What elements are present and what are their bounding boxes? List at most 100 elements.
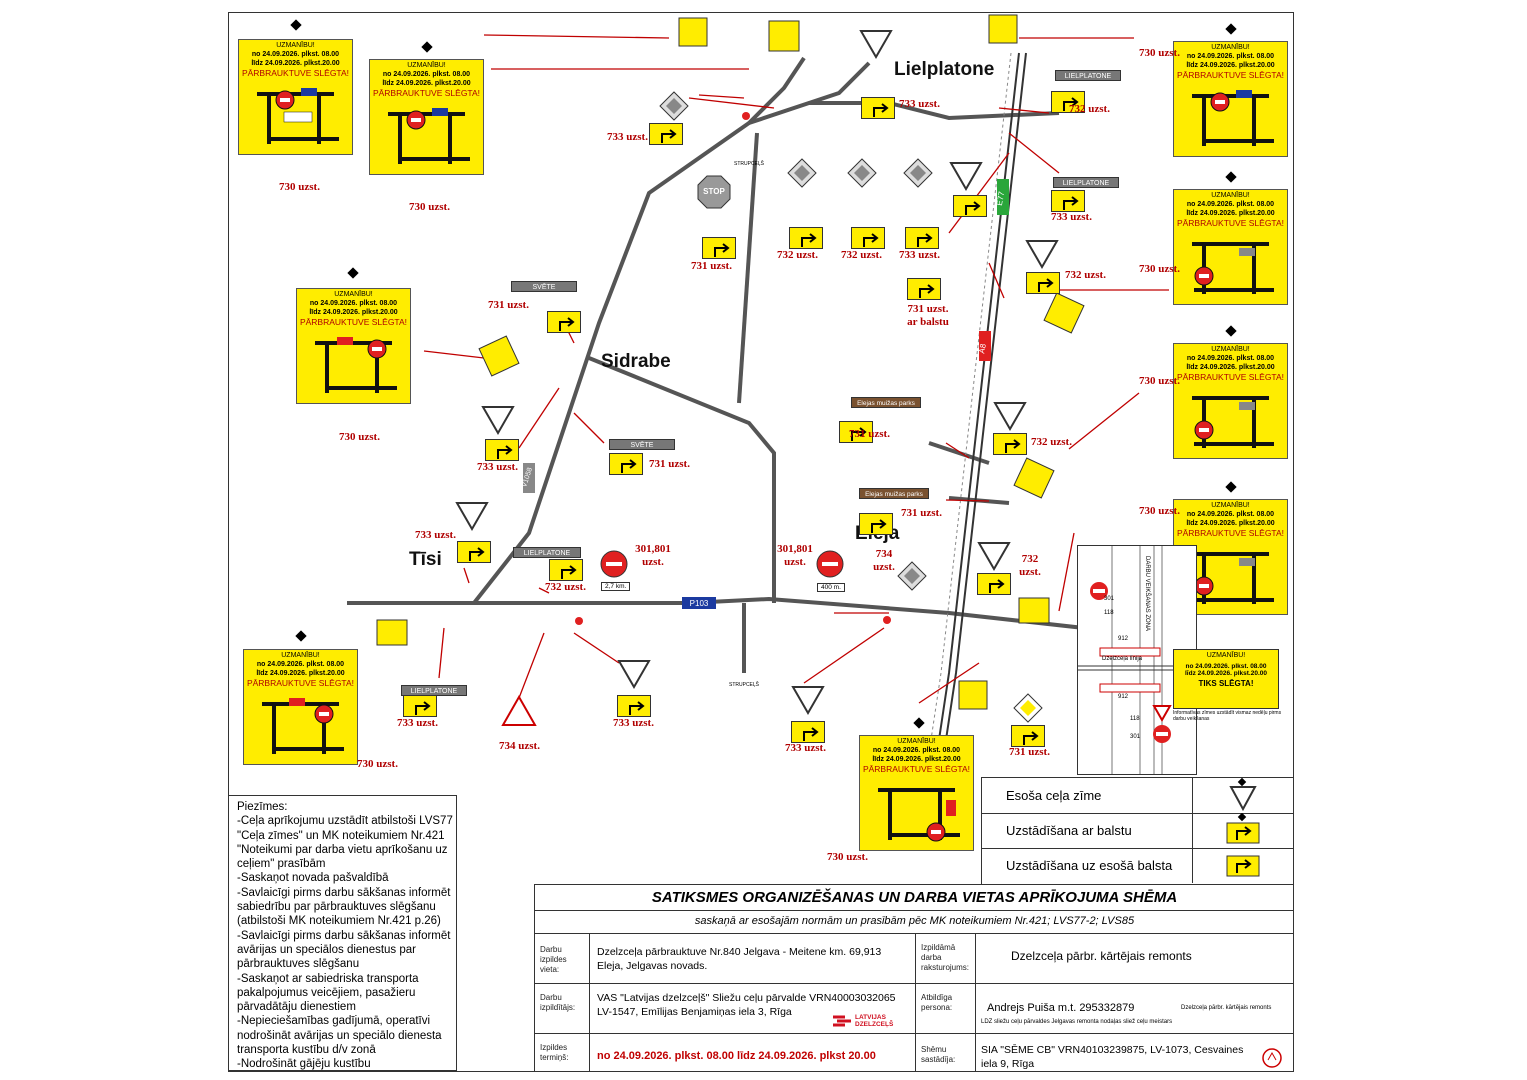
label-731: 731 uzst. xyxy=(488,299,529,311)
author-label: Shēmu sastādīja: xyxy=(921,1045,956,1064)
label-732: 732 uzst. xyxy=(777,249,818,261)
arrow-glyph-icon xyxy=(629,701,645,715)
legend-label: Uzstādīšana uz esošā balsta xyxy=(1006,858,1173,873)
arrow-sign-732 xyxy=(1051,91,1085,113)
priority-road-icon xyxy=(1013,693,1043,723)
info-board: UZMANĪBU! no 24.09.2026. plkst. 08.00 lī… xyxy=(1173,499,1288,615)
road-sidrabe-south xyxy=(588,356,776,603)
arrow-glyph-icon xyxy=(873,103,889,117)
arrow-glyph-icon xyxy=(801,233,817,247)
notes-item: -Saskaņot novada pašvaldībā xyxy=(237,872,389,885)
arrow-sign-733 xyxy=(485,439,519,461)
road-north xyxy=(747,56,806,125)
arrow-glyph-icon xyxy=(469,547,485,561)
scheme-subtitle: saskaņā ar esošajām normām un prasībām p… xyxy=(694,915,1135,927)
arrow-glyph-icon xyxy=(989,579,1005,593)
legend-label: Esoša ceļa zīme xyxy=(1006,788,1102,803)
label-731-balsts: 731 uzst. ar balstu xyxy=(907,303,949,328)
yield-triangle-icon xyxy=(993,402,1027,431)
scheme-sheet: E77 A8 P103 V1058 xyxy=(228,12,1294,1072)
board-line4: PĀRBRAUKTUVE SLĒGTA! xyxy=(241,68,350,78)
term-value: no 24.09.2026. plkst. 08.00 līdz 24.09.2… xyxy=(597,1050,876,1062)
yield-triangle-icon xyxy=(949,162,983,191)
arrow-glyph-icon xyxy=(871,519,887,533)
road-inner-north xyxy=(737,132,759,404)
label-733: 733 uzst. xyxy=(477,461,518,473)
v1058-shield: V1058 xyxy=(521,463,535,493)
label-730: 730 uzst. xyxy=(409,201,450,213)
responsible-value: Andrejs Puiša m.t. 295332879 xyxy=(987,1002,1135,1014)
arrow-glyph-icon xyxy=(1063,97,1079,111)
closure-diagram xyxy=(315,337,397,393)
placed-signs xyxy=(376,14,1085,710)
scheme-title: SATIKSMES ORGANIZĒŠANAS UN DARBA VIETAS … xyxy=(651,889,1178,906)
no-entry-icon xyxy=(600,550,628,578)
label-733: 733 uzst. xyxy=(613,717,654,729)
notes-item: -Nepieciešamības gadījumā, operatīvi nod… xyxy=(237,1015,442,1057)
notes-item: -Ceļa aprīkojumu uzstādīt atbilstoši LVS… xyxy=(237,815,453,871)
title-block: SATIKSMES ORGANIZĒŠANAS UN DARBA VIETAS … xyxy=(534,884,1293,1071)
board-line2: no 24.09.2026. plkst. 08.00 xyxy=(251,51,340,58)
priority-road-icon xyxy=(659,91,689,121)
legend-row: Uzstādīšana uz esošā balsta xyxy=(982,848,1293,883)
yield-triangle-icon xyxy=(481,406,515,435)
yield-triangle-icon xyxy=(1229,777,1257,812)
label-732: 732 uzst. xyxy=(1031,436,1072,448)
arrow-glyph-icon xyxy=(497,445,513,459)
label-730: 730 uzst. xyxy=(1139,47,1180,59)
notes-item: -Savlaicīgi pirms darbu sākšanas informē… xyxy=(237,929,451,971)
label-301-801: 301,801 uzst. xyxy=(635,543,671,568)
direction-sign-svete: SVĒTE xyxy=(511,281,577,292)
arrow-sign-732 xyxy=(549,559,583,581)
arrow-sign-732 xyxy=(851,227,885,249)
notes-heading: Piezīmes: xyxy=(237,801,288,813)
arrow-glyph-icon xyxy=(714,243,730,257)
closure-diagram xyxy=(1192,90,1274,146)
label-732: 732 uzst. xyxy=(1069,103,1110,115)
label-731: 731 uzst. xyxy=(1009,746,1050,758)
yield-triangle-icon xyxy=(859,30,893,59)
road-map: E77 A8 P103 V1058 xyxy=(347,14,1169,774)
label-730: 730 uzst. xyxy=(357,758,398,770)
priority-road-icon xyxy=(903,158,933,188)
arrow-glyph-icon xyxy=(561,565,577,579)
inset-board: UZMANĪBU! no 24.09.2026. plkst. 08.00 lī… xyxy=(1173,649,1279,709)
inset-zone-label: DARBU VEIKŠANAS ZONA xyxy=(1144,556,1150,632)
warning-triangle-icon xyxy=(501,695,537,726)
road-park xyxy=(928,441,990,465)
svg-text:E77: E77 xyxy=(995,190,1006,206)
inset-detail: DARBU VEIKŠANAS ZONA Dzelzceļa līnija 30… xyxy=(1077,545,1197,775)
label-301-801: 301,801 uzst. xyxy=(777,543,813,568)
label-733: 733 uzst. xyxy=(899,98,940,110)
notes-item: -Savlaicīgi pirms darbu sākšanas informē… xyxy=(237,886,451,928)
author-value: SIA "SĒME CB" VRN40103239875, LV-1073, C… xyxy=(981,1044,1244,1070)
yield-triangle-icon xyxy=(455,502,489,531)
info-board: UZMANĪBU! no 24.09.2026. plkst. 08.00 lī… xyxy=(1173,343,1288,459)
svg-text:P103: P103 xyxy=(690,599,709,608)
arrow-sign-731 xyxy=(547,311,581,333)
responsible-label: Atbildīga persona: xyxy=(921,993,953,1012)
road-north-2 xyxy=(808,61,871,105)
inset-drawing xyxy=(1078,546,1196,774)
closure-diagram xyxy=(878,788,960,842)
arrow-sign-733 xyxy=(861,97,895,119)
responsible-side: Dzelzceļa pārbr. kārtējais remonts xyxy=(1181,1005,1272,1011)
stop-sign-icon xyxy=(697,175,731,209)
distance-plate: 400 m. xyxy=(817,583,845,592)
yield-triangle-icon xyxy=(1025,240,1059,269)
arrow-sign-733 xyxy=(1051,190,1085,212)
legend-row: Uzstādīšana ar balstu xyxy=(982,812,1293,849)
executor-label: Darbu izpildītājs: xyxy=(540,993,576,1012)
arrow-sign-731 xyxy=(609,453,643,475)
arrow-sign-733 xyxy=(457,541,491,563)
arrow-glyph-icon xyxy=(1005,439,1021,453)
p103-shield: P103 xyxy=(682,597,716,609)
notes-item: -Saskaņot ar sabiedriska transporta paka… xyxy=(237,972,419,1014)
label-732: 732 uzst. xyxy=(1019,553,1041,578)
label-733: 733 uzst. xyxy=(415,529,456,541)
label-730: 730 uzst. xyxy=(1139,263,1180,275)
arrow-glyph-icon xyxy=(863,233,879,247)
arrow-sign-732 xyxy=(977,573,1011,595)
distance-plate: 2,7 km. xyxy=(601,582,631,591)
direction-sign-lielplatone: LIELPLATONE xyxy=(513,547,581,558)
